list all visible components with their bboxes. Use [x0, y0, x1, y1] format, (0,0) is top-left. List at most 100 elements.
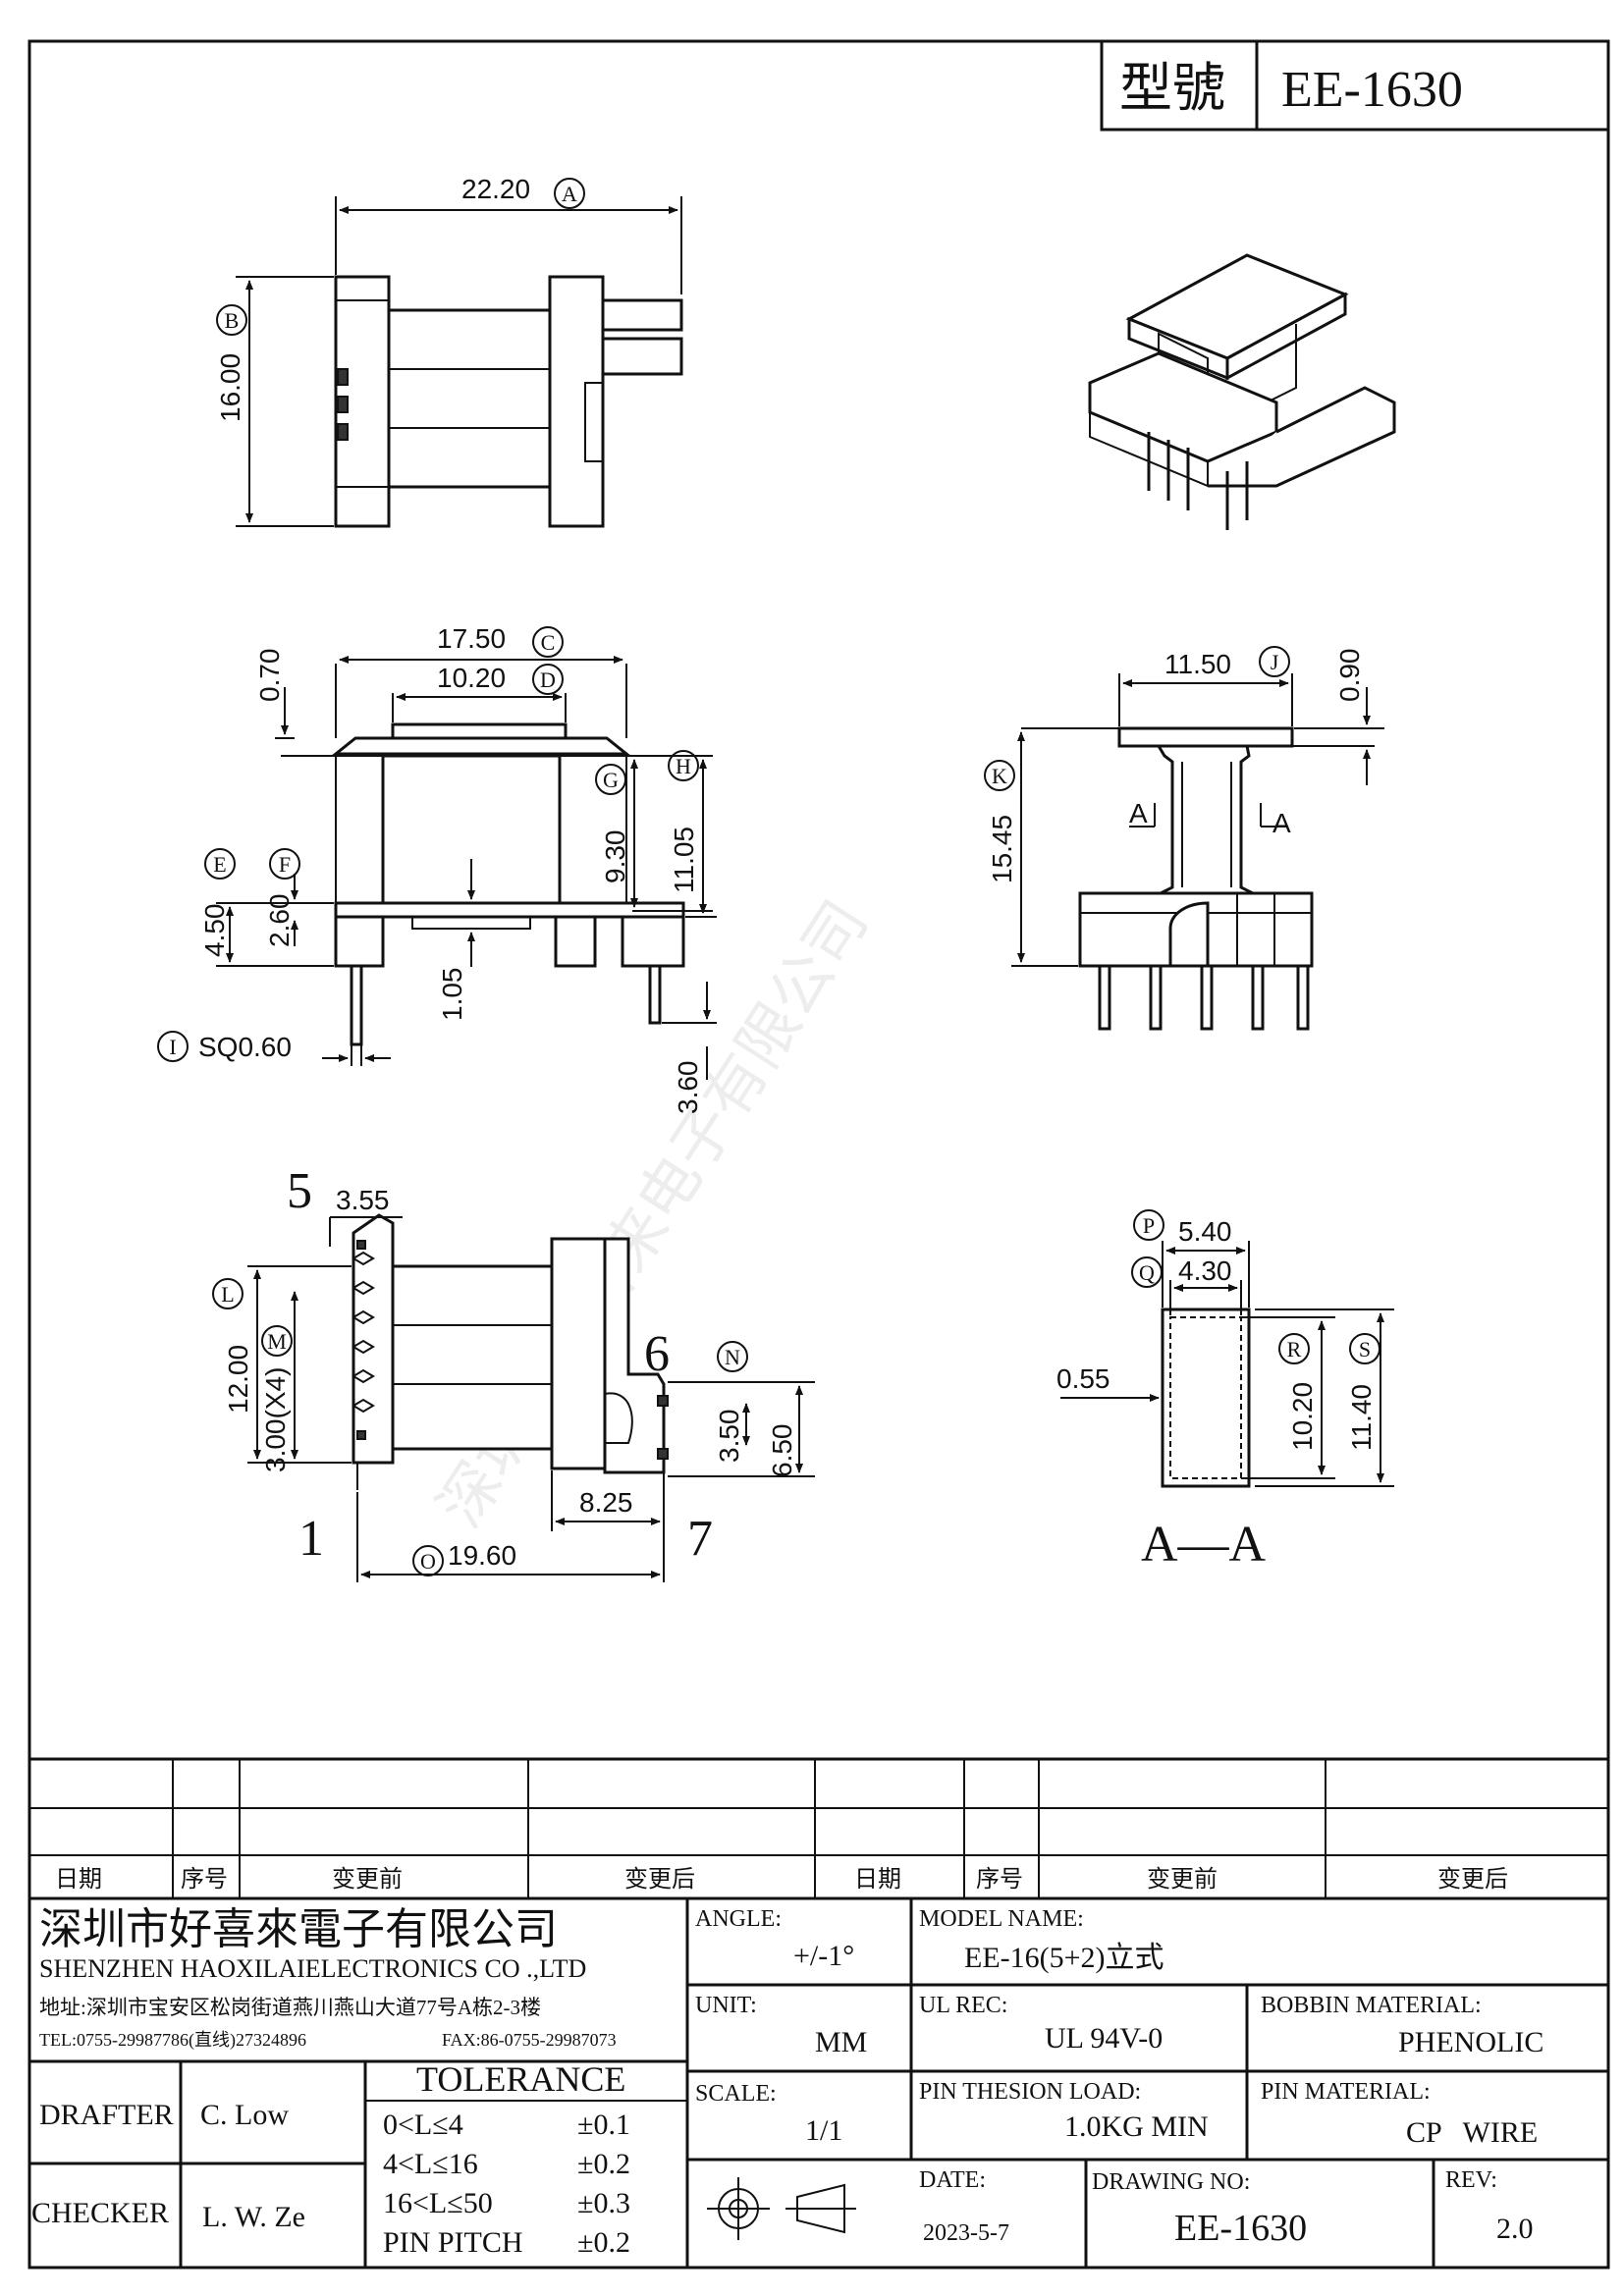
- ref-letter-k: K: [992, 764, 1007, 788]
- dim-J-offset: 0.90: [1334, 649, 1365, 703]
- ref-letter-i: I: [169, 1035, 176, 1059]
- ref-circle-f: [269, 848, 300, 880]
- company-name-en: SHENZHEN HAOXILAIELECTRONICS CO .,LTD: [39, 1954, 586, 1983]
- dim-M-value: 3.00(X4): [260, 1367, 291, 1472]
- dim-B-value: 16.00: [215, 353, 245, 422]
- dim-Q-value: 4.30: [1178, 1255, 1232, 1286]
- ref-circle-c: [532, 626, 564, 658]
- ref-letter-p: P: [1143, 1213, 1155, 1238]
- model-name-label: MODEL NAME:: [919, 1906, 1084, 1932]
- tolerance-value: ±0.2: [577, 2226, 630, 2259]
- tolerance-range: 16<L≤50: [383, 2187, 493, 2219]
- tolerance-title: TOLERANCE: [416, 2059, 625, 2099]
- revision-table: 日期 序号 变更前 变更后 日期 序号 变更前 变更后: [29, 1757, 1608, 1900]
- ref-letter-f: F: [279, 852, 291, 877]
- ref-circle-l: [212, 1278, 244, 1309]
- dim-D-value: 10.20: [437, 663, 506, 693]
- date-label: DATE:: [919, 2167, 986, 2193]
- bottom-view: [352, 1213, 669, 1541]
- projection-symbol-icon: [707, 2177, 856, 2240]
- ref-circle-d: [532, 664, 564, 695]
- scale-label: SCALE:: [695, 2081, 777, 2107]
- rev-header-seq-1: 序号: [181, 1866, 228, 1893]
- pin-number-6: 6: [644, 1326, 670, 1382]
- dim-bottom: 5 1 6 7 3.55 12.00 3.00(X4) 3.50 6.50 8.…: [223, 1163, 815, 1582]
- tolerance-value: ±0.2: [577, 2148, 630, 2180]
- drawing-no-value: EE-1630: [1174, 2208, 1307, 2249]
- dim-A-value: 22.20: [461, 174, 530, 204]
- ref-circle-n: [717, 1341, 748, 1372]
- company-tel: TEL:0755-29987786(直线)27324896: [39, 2030, 306, 2051]
- dim-N-value: 6.50: [767, 1424, 797, 1478]
- scale-value: 1/1: [805, 2114, 842, 2147]
- unit-label: UNIT:: [695, 1993, 757, 2018]
- ref-letter-a: A: [562, 182, 577, 206]
- tolerance-range: 0<L≤4: [383, 2109, 463, 2141]
- dim-pin-spacing: 3.55: [336, 1185, 390, 1215]
- ref-letter-c: C: [541, 630, 556, 655]
- ref-letter-g: G: [603, 768, 619, 792]
- isometric-view: [1088, 253, 1396, 530]
- ref-circle-g: [595, 764, 626, 795]
- angle-value: +/-1°: [793, 1940, 854, 1972]
- section-mark-right: A: [1272, 808, 1291, 838]
- side-view: A A: [1021, 726, 1375, 1031]
- dim-J-value: 11.50: [1164, 649, 1231, 679]
- ref-circle-j: [1259, 646, 1290, 677]
- rev-header-date-1: 日期: [55, 1867, 102, 1893]
- rev-header-after-2: 变更后: [1437, 1866, 1508, 1893]
- dim-O-value: 19.60: [448, 1540, 516, 1571]
- pin-load-label: PIN THESION LOAD:: [919, 2079, 1141, 2105]
- ref-letter-r: R: [1287, 1337, 1302, 1362]
- ref-circle-q: [1131, 1256, 1163, 1288]
- drawing-no-label: DRAWING NO:: [1092, 2169, 1250, 2195]
- ref-letter-h: H: [676, 754, 691, 778]
- dim-S-value: 11.40: [1346, 1384, 1377, 1451]
- dim-section: 5.40 4.30 0.55 10.20 11.40: [1056, 1216, 1384, 1483]
- rev-header-seq-2: 序号: [976, 1866, 1023, 1893]
- checker-value: L. W. Ze: [202, 2201, 305, 2233]
- ref-letter-m: M: [267, 1329, 287, 1354]
- ref-circle-r: [1278, 1333, 1310, 1364]
- ref-circle-o: [412, 1545, 444, 1576]
- model-header-box: 型號 EE-1630: [1100, 39, 1610, 132]
- rev-value: 2.0: [1496, 2213, 1534, 2245]
- ref-letter-l: L: [221, 1282, 234, 1307]
- dim-K-value: 15.45: [987, 815, 1017, 883]
- drafter-value: C. Low: [200, 2099, 289, 2131]
- unit-value: MM: [815, 2026, 867, 2058]
- ref-letter-e: E: [213, 852, 226, 877]
- pin-material-value: CP WIRE: [1406, 2116, 1538, 2149]
- ref-letter-d: D: [540, 667, 556, 692]
- ref-letter-s: S: [1359, 1337, 1371, 1362]
- ref-circle-s: [1349, 1333, 1380, 1364]
- dim-side: 11.50 0.90 15.45: [987, 649, 1384, 967]
- ref-letter-b: B: [225, 308, 240, 333]
- ref-circle-a: [554, 178, 585, 209]
- model-name-value: EE-16(5+2)立式: [964, 1942, 1164, 1974]
- section-caption: A—A: [1141, 1517, 1267, 1573]
- ref-circle-e: [204, 848, 236, 880]
- title-block: 深圳市好喜來電子有限公司 SHENZHEN HAOXILAIELECTRONIC…: [29, 1898, 1608, 2268]
- ref-circle-m: [261, 1325, 293, 1357]
- dim-top-offset: 0.70: [254, 649, 285, 703]
- ref-letter-n: N: [725, 1345, 740, 1369]
- dim-pin-len: 3.60: [673, 1061, 703, 1115]
- pin-number-1: 1: [298, 1511, 324, 1567]
- dim-wall: 0.55: [1056, 1363, 1110, 1394]
- ref-circle-i: [157, 1031, 189, 1062]
- ref-letter-q: Q: [1139, 1260, 1155, 1285]
- ul-label: UL REC:: [919, 1993, 1007, 2018]
- bobbin-label: BOBBIN MATERIAL:: [1261, 1993, 1482, 2018]
- dim-E-value: 4.50: [199, 904, 230, 958]
- drafter-label: DRAFTER: [39, 2099, 174, 2131]
- rev-label: REV:: [1445, 2167, 1497, 2193]
- model-value: EE-1630: [1281, 62, 1463, 118]
- rev-header-before-2: 变更前: [1147, 1866, 1218, 1893]
- pin-number-5: 5: [287, 1163, 312, 1219]
- tolerance-value: ±0.3: [577, 2187, 630, 2219]
- company-address: 地址:深圳市宝安区松岗街道燕川燕山大道77号A栋2-3楼: [39, 1996, 541, 2019]
